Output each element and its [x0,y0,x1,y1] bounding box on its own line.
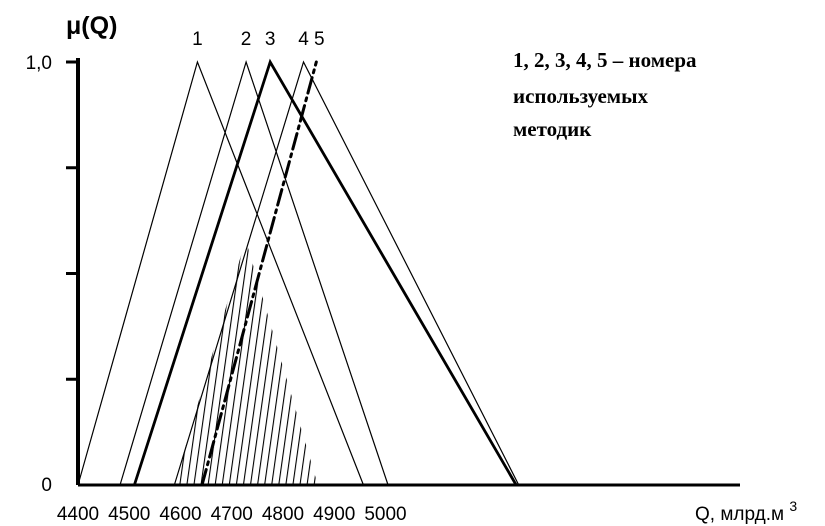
series-1-label: 1 [192,29,203,50]
series-4-line [173,60,520,486]
annotation-line-3: методик [513,117,592,141]
series-3-line [133,58,518,486]
series-2-label: 2 [241,29,252,50]
annotation: 1, 2, 3, 4, 5 – номера используемых мето… [513,48,697,141]
x-tick-label: 4800 [262,504,304,525]
y-tick-label: 0 [41,475,52,496]
ticks-layer: 4400 4500 4600 4700 4800 4900 5000 0 1,0 [26,53,407,525]
x-axis-title-sup: 3 [789,498,797,514]
x-tick-label: 4900 [313,504,355,525]
x-axis-title-text: Q, млрд.м [695,504,784,525]
series-layer [77,58,520,487]
y-tick-label: 1,0 [26,53,52,74]
series-2-line [119,60,389,486]
y-axis-title: μ(Q) [66,12,117,40]
intersection-hatched-area [174,239,318,485]
x-tick-label: 5000 [364,504,406,525]
x-tick-label: 4600 [159,504,201,525]
x-tick-label: 4500 [108,504,150,525]
series-5-line [200,60,318,487]
series-1-line [77,60,365,486]
annotation-line-1: 1, 2, 3, 4, 5 – номера [513,48,697,72]
x-tick-label: 4700 [211,504,253,525]
series-3-label: 3 [265,29,276,50]
annotation-line-2: используемых [513,84,649,108]
x-axis-title: Q, млрд.м 3 [695,498,797,525]
x-tick-label: 4400 [57,504,99,525]
series-4-label: 4 [298,29,309,50]
series-5-label: 5 [314,29,325,50]
